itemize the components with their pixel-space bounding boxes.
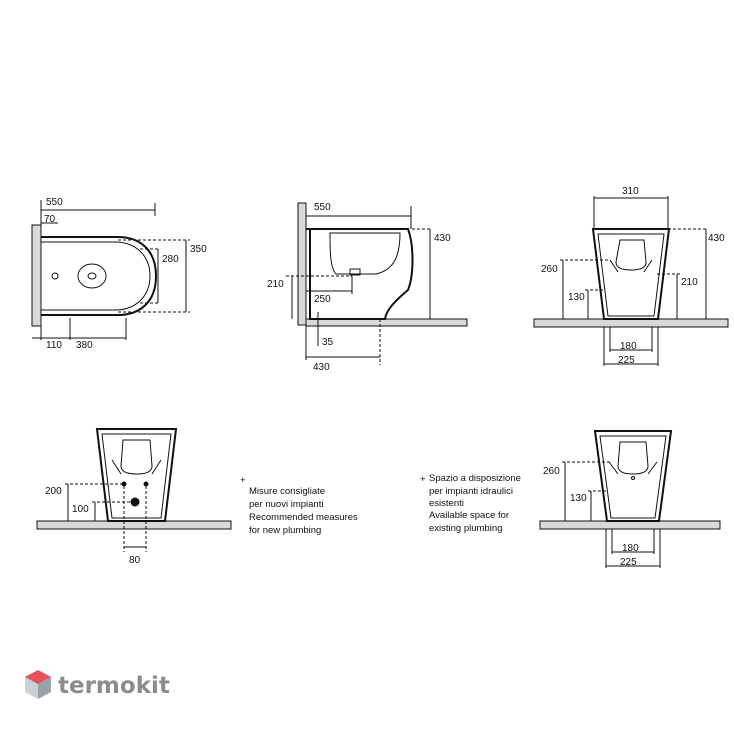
front-dim-260: 260	[541, 264, 558, 275]
front-dim-130: 130	[568, 292, 585, 303]
front-view-outline	[591, 228, 671, 320]
front-view-floor	[533, 318, 729, 328]
rear-view-available: 260 130 180 225	[539, 430, 721, 568]
front-dim-180: 180	[620, 341, 637, 352]
side-dim-35: 35	[322, 337, 334, 348]
note-available-line-4: Available space for	[429, 510, 509, 521]
note-recommended-line-3: Recommended measures	[249, 512, 358, 523]
note-recommended-line-2: per nuovi impianti	[249, 499, 323, 510]
side-dim-250: 250	[314, 294, 331, 305]
rear-rec-floor	[36, 520, 232, 530]
side-dim-430-bottom: 430	[313, 362, 330, 373]
note-recommended-marker: +	[240, 475, 246, 486]
side-view-wall	[297, 202, 307, 326]
note-available: + Spazio a disposizione per impianti idr…	[420, 473, 521, 534]
top-view: 550 70 350 280 110 380	[31, 197, 207, 351]
front-dim-430: 430	[708, 233, 725, 244]
note-recommended-line-1: Misure consigliate	[249, 486, 325, 497]
note-available-line-1: Spazio a disposizione	[429, 473, 521, 484]
note-available-line-2: per impianti idraulici	[429, 486, 513, 497]
top-dim-380: 380	[76, 340, 93, 351]
rear-avail-dim-260: 260	[543, 466, 560, 477]
logo-text: termokit	[58, 673, 170, 699]
side-view: 550 430 210 250 35 430	[267, 202, 468, 373]
note-available-line-5: existing plumbing	[429, 523, 502, 534]
top-view-wall	[31, 224, 42, 327]
note-recommended: + Misure consigliate per nuovi impianti …	[240, 475, 358, 536]
top-view-outline	[41, 236, 158, 316]
side-dim-430: 430	[434, 233, 451, 244]
side-view-floor	[305, 318, 468, 327]
rear-rec-dim-200: 200	[45, 486, 62, 497]
top-dim-280: 280	[162, 254, 179, 265]
side-dim-210: 210	[267, 279, 284, 290]
rear-rec-dim-100: 100	[72, 504, 89, 515]
side-view-outline	[306, 228, 414, 320]
front-dim-210: 210	[681, 277, 698, 288]
rear-rec-outline	[95, 428, 178, 522]
top-dim-550: 550	[46, 197, 63, 208]
front-dim-310: 310	[622, 186, 639, 197]
rear-avail-dim-180: 180	[622, 543, 639, 554]
top-dim-70: 70	[44, 214, 56, 225]
top-dim-350: 350	[190, 244, 207, 255]
side-dim-550: 550	[314, 202, 331, 213]
top-dim-110: 110	[46, 340, 62, 351]
note-recommended-line-4: for new plumbing	[249, 525, 321, 536]
rear-rec-dim-80: 80	[129, 555, 141, 566]
rear-avail-dim-130: 130	[570, 493, 587, 504]
rear-avail-floor	[539, 520, 721, 530]
termokit-logo: termokit	[25, 670, 170, 699]
note-available-marker: +	[420, 474, 426, 485]
rear-view-recommended: 200 100 80	[36, 428, 232, 566]
note-available-line-3: esistenti	[429, 498, 464, 509]
front-view: 310 430 260 130 210 180 225	[533, 186, 729, 366]
rear-avail-dim-225: 225	[620, 557, 637, 568]
front-dim-225: 225	[618, 355, 635, 366]
